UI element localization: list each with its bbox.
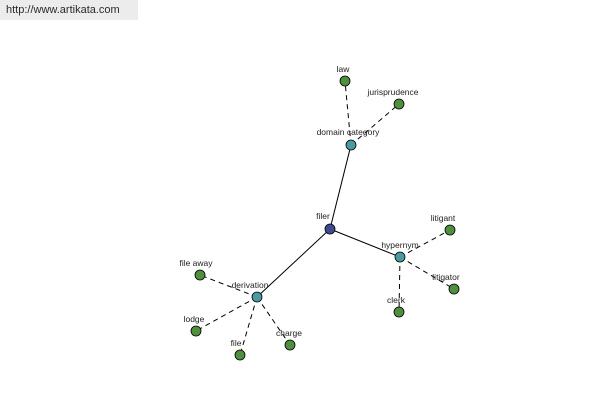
node-label-domain-category: domain category [317, 127, 381, 137]
node-filer[interactable] [324, 223, 336, 235]
edge-filer-hypernym [329, 228, 401, 258]
node-domain-category[interactable] [345, 139, 357, 151]
labels-layer: filer domain category hypernym derivation la… [179, 64, 459, 348]
edge-derivation-file-away [199, 274, 258, 298]
edge-hypernym-clerk [398, 256, 401, 313]
edge-filer-domain-category [329, 144, 352, 230]
node-label-law: law [337, 64, 351, 74]
edge-derivation-file [239, 296, 258, 356]
node-label-jurisprudence: jurisprudence [366, 87, 418, 97]
node-file-away[interactable] [194, 269, 206, 281]
node-label-filer: filer [316, 211, 330, 221]
edge-derivation-charge [256, 296, 291, 346]
node-label-charge: charge [276, 328, 302, 338]
edge-derivation-lodge [195, 296, 258, 332]
node-label-litigant: litigant [431, 213, 456, 223]
node-label-lodge: lodge [184, 314, 205, 324]
node-litigator[interactable] [448, 283, 460, 295]
edge-hypernym-litigant [399, 229, 451, 258]
node-file[interactable] [234, 349, 246, 361]
node-label-litigator: litigator [432, 272, 460, 282]
node-lodge[interactable] [190, 325, 202, 337]
url-banner[interactable]: http://www.artikata.com [0, 0, 138, 20]
nodes-layer [190, 75, 460, 361]
node-clerk[interactable] [393, 306, 405, 318]
node-label-hypernym: hypernym [381, 240, 418, 250]
edge-hypernym-litigator [399, 256, 455, 290]
edge-domain-category-jurisprudence [350, 103, 400, 146]
edge-domain-category-law [344, 80, 352, 146]
node-charge[interactable] [284, 339, 296, 351]
edge-filer-derivation [256, 228, 331, 298]
node-label-clerk: clerk [387, 295, 406, 305]
node-litigant[interactable] [444, 224, 456, 236]
node-label-file: file [231, 338, 242, 348]
edges-layer [195, 80, 455, 356]
node-hypernym[interactable] [394, 251, 406, 263]
node-label-file-away: file away [179, 258, 213, 268]
node-derivation[interactable] [251, 291, 263, 303]
node-jurisprudence[interactable] [393, 98, 405, 110]
node-law[interactable] [339, 75, 351, 87]
node-label-derivation: derivation [232, 280, 269, 290]
